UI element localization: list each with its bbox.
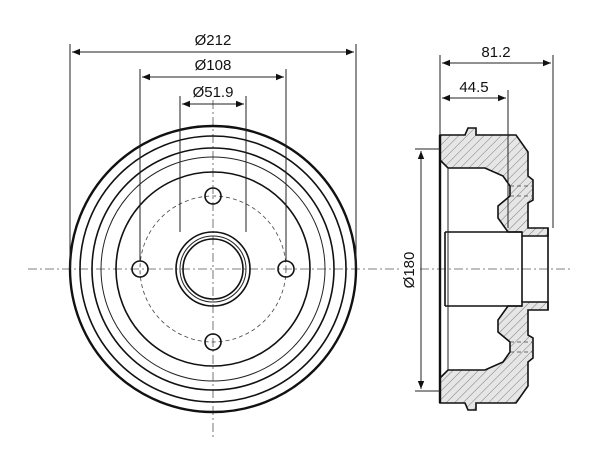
- front-view: Ø212 Ø108 Ø51.9: [28, 32, 400, 438]
- total-height-label: 81.2: [481, 44, 510, 61]
- braking-surface-inner-circle: [100, 156, 326, 382]
- section-wall-bottom: [439, 301, 549, 411]
- center-bore-diameter-label: Ø51.9: [193, 84, 234, 101]
- side-section-view: 81.2 44.5 Ø180: [401, 44, 572, 411]
- bolt-circle: [139, 195, 287, 343]
- braking-surface-circle: [91, 147, 335, 391]
- hub-face-circle: [115, 171, 311, 367]
- outer-diameter-label: Ø212: [195, 32, 232, 49]
- bolt-hole-top: [204, 187, 222, 205]
- center-bore-chamfer-circle: [179, 235, 247, 303]
- bolt-hole-bottom: [204, 333, 222, 351]
- bolt-circle-diameter-label: Ø108: [195, 57, 232, 74]
- rim-inner-circle: [79, 135, 347, 403]
- section-wall-top: [439, 127, 549, 237]
- center-bore-inner-circle: [182, 238, 244, 300]
- drum-inner-diameter-label: Ø180: [401, 252, 418, 289]
- flange-height-label: 44.5: [459, 79, 488, 96]
- center-bore-outer-circle: [175, 231, 251, 307]
